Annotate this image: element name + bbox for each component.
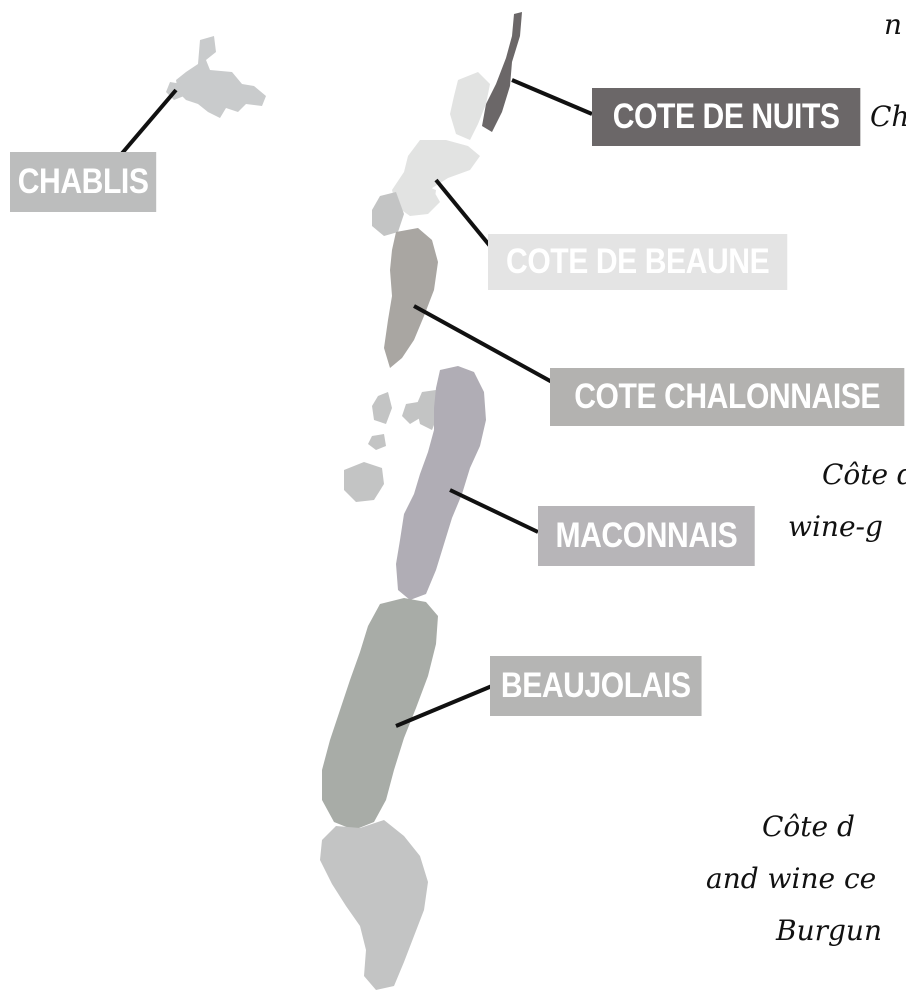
map-fragment [372,192,404,236]
chablis-shape [176,36,266,118]
label-chablis[interactable]: CHABLIS [10,152,157,212]
cote-de-nuits-region[interactable] [482,12,522,132]
leader-line-cote-chalonnaise [413,304,553,384]
leader-line-maconnais [449,488,539,534]
southern-area [320,820,428,990]
map-fragment [372,392,392,424]
side-text-1: n [884,8,903,41]
side-text-7: Burgun [776,914,882,947]
leader-line-beaujolais [395,684,493,728]
label-cote-chalonnaise[interactable]: COTE CHALONNAISE [550,368,905,426]
map-fragment [402,402,420,424]
hautes-cotes-area [450,72,490,140]
label-cote-de-beaune[interactable]: COTE DE BEAUNE [488,234,788,290]
label-cote-de-nuits[interactable]: COTE DE NUITS [592,88,861,146]
side-text-2: Ch [870,100,906,133]
label-beaujolais[interactable]: BEAUJOLAIS [490,656,702,716]
map-fragment [368,434,386,450]
label-text: BEAUJOLAIS [500,666,691,705]
map-fragment [344,462,384,502]
maconnais-region[interactable] [396,366,486,600]
label-text: COTE CHALONNAISE [574,377,881,416]
side-text-4: wine-g [788,510,883,543]
label-text: COTE DE NUITS [612,97,840,136]
label-text: CHABLIS [17,162,149,201]
leader-line-chablis [116,88,178,160]
side-text-6: and wine ce [706,862,877,895]
label-maconnais[interactable]: MACONNAIS [538,506,755,566]
label-text: MACONNAIS [555,516,738,555]
label-text: COTE DE BEAUNE [506,242,770,281]
leader-line-cote-de-beaune [434,178,492,248]
cote-de-beaune-region[interactable] [402,184,436,214]
cote-chalonnaise-region[interactable] [384,228,438,368]
side-text-5: Côte d [762,810,855,843]
leader-line-cote-de-nuits [511,78,593,116]
beaujolais-region[interactable] [322,598,438,830]
chablis-region[interactable] [166,36,266,118]
side-text-3: Côte d [822,458,906,491]
